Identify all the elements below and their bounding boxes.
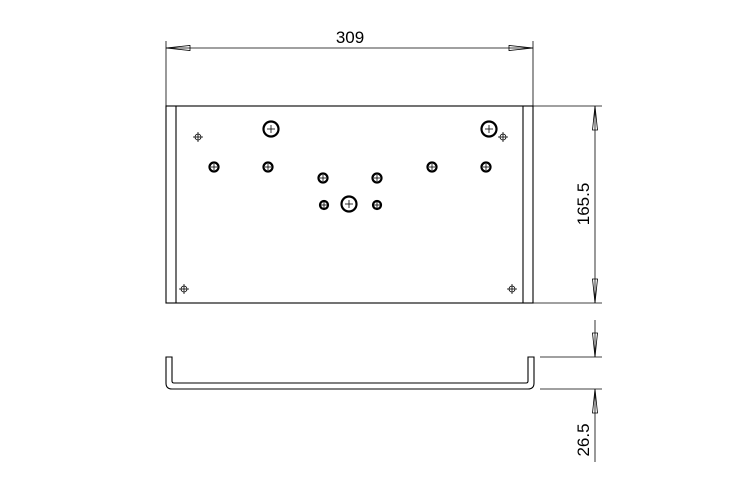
channel-profile [165,356,535,390]
flange-dimension-label: 26.5 [574,423,593,456]
arrow-left [165,45,191,51]
top-view-plate [165,105,534,304]
arrow-top [592,105,598,131]
hole-small-bottom-left [179,284,189,294]
hole-large-top-left [262,120,280,138]
hole-medium-1 [208,161,220,173]
hole-medium-8 [371,199,383,211]
width-dimension: 309 [165,28,534,106]
flange-dimension: 26.5 [540,320,602,462]
hole-small-top-left [193,132,203,142]
arrow-flange-top [592,332,598,358]
arrow-right [508,45,534,51]
width-dimension-label: 309 [336,28,364,47]
hole-medium-6 [371,172,383,184]
hole-large-top-right [480,120,498,138]
holes [179,120,517,294]
hole-medium-7 [318,199,330,211]
hole-small-bottom-right [507,284,517,294]
arrow-bottom [592,278,598,304]
hole-medium-2 [262,161,274,173]
side-view-channel [165,356,535,390]
hole-medium-3 [426,161,438,173]
hole-medium-4 [480,161,492,173]
plate-outline [165,105,534,304]
height-dimension-label: 165.5 [574,183,593,226]
hole-large-center [340,195,358,213]
height-dimension: 165.5 [533,105,602,304]
hole-small-top-right [498,132,508,142]
arrow-flange-bottom [592,388,598,414]
hole-medium-5 [317,172,329,184]
